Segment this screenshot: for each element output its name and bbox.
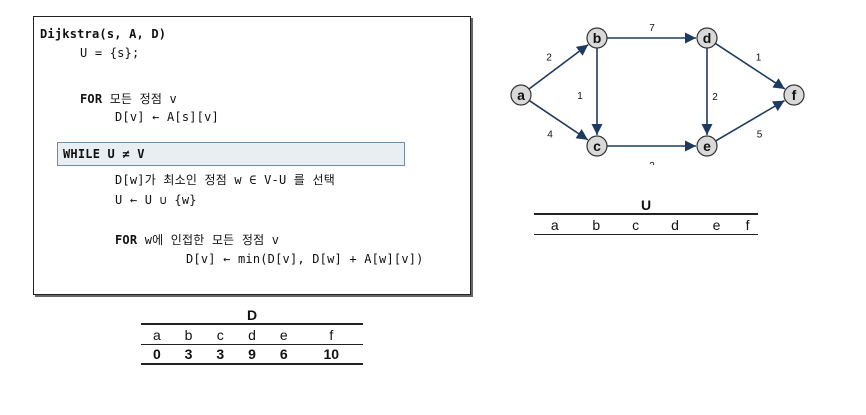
u-header-1: b xyxy=(575,214,617,235)
edge-d-f xyxy=(714,42,786,90)
d-header-0: a xyxy=(141,324,173,345)
for2-keyword: FOR xyxy=(115,233,138,247)
node-label-a: a xyxy=(517,87,525,103)
node-label-c: c xyxy=(593,138,601,154)
node-f xyxy=(783,84,805,106)
line-for-adjacent: FOR w에 인접한 모든 정점 v xyxy=(115,231,279,248)
node-c xyxy=(586,135,608,157)
graph-diagram: 2 4 1 7 3 2 1 5 a b c d e f xyxy=(510,23,805,165)
u-header-4: e xyxy=(695,214,738,235)
node-d xyxy=(696,27,718,49)
d-header-1: b xyxy=(172,324,205,345)
line-assign: D[v] ← A[s][v] xyxy=(115,110,219,124)
edge-weight-c-e: 3 xyxy=(649,161,655,165)
edge-weight-a-b: 2 xyxy=(546,53,552,64)
node-b xyxy=(586,27,608,49)
for2-text: w에 인접한 모든 정점 v xyxy=(137,233,280,247)
table-u-title: U xyxy=(534,196,758,215)
line-init: U = {s}; xyxy=(80,46,140,60)
line-update: D[v] ← min(D[v], D[w] + A[w][v]) xyxy=(186,252,424,266)
edge-weight-e-f: 5 xyxy=(757,130,763,141)
u-header-3: d xyxy=(654,214,696,235)
edge-a-b xyxy=(528,43,589,90)
d-header-4: e xyxy=(267,324,300,345)
node-label-d: d xyxy=(703,30,712,46)
while-highlight xyxy=(57,142,405,166)
node-label-e: e xyxy=(703,138,711,154)
edge-weight-b-d: 7 xyxy=(649,23,655,34)
table-d-title: D xyxy=(141,306,363,325)
d-value-3: 9 xyxy=(236,344,268,365)
d-value-4: 6 xyxy=(267,344,300,365)
edge-weight-a-c: 4 xyxy=(547,130,553,141)
for-keyword: FOR xyxy=(80,92,103,106)
d-value-5: 10 xyxy=(299,344,363,365)
edge-weight-b-c: 1 xyxy=(577,91,583,102)
u-header-0: a xyxy=(534,214,576,235)
edge-weight-d-f: 1 xyxy=(756,53,762,64)
line-while: WHILE U ≠ V xyxy=(63,147,145,161)
d-header-3: d xyxy=(236,324,268,345)
line-select: D[w]가 최소인 정점 w ∈ V-U 를 선택 xyxy=(115,173,335,187)
edge-e-f xyxy=(715,99,785,142)
d-header-5: f xyxy=(299,324,363,345)
edge-weight-d-e: 2 xyxy=(712,92,718,103)
u-header-2: c xyxy=(617,214,655,235)
node-label-f: f xyxy=(792,87,797,103)
node-a xyxy=(510,84,532,106)
node-e xyxy=(696,135,718,157)
d-value-2: 3 xyxy=(204,344,237,365)
node-label-b: b xyxy=(593,30,602,46)
d-value-1: 3 xyxy=(172,344,205,365)
u-header-5: f xyxy=(737,214,758,235)
for-text: 모든 정점 v xyxy=(102,92,177,106)
d-value-0: 0 xyxy=(141,344,173,365)
edge-a-c xyxy=(528,99,589,141)
algorithm-signature: Dijkstra(s, A, D) xyxy=(40,27,167,41)
line-for-all-vertices: FOR 모든 정점 v xyxy=(80,90,177,107)
line-union: U ← U ∪ {w} xyxy=(115,193,197,207)
d-header-2: c xyxy=(204,324,237,345)
